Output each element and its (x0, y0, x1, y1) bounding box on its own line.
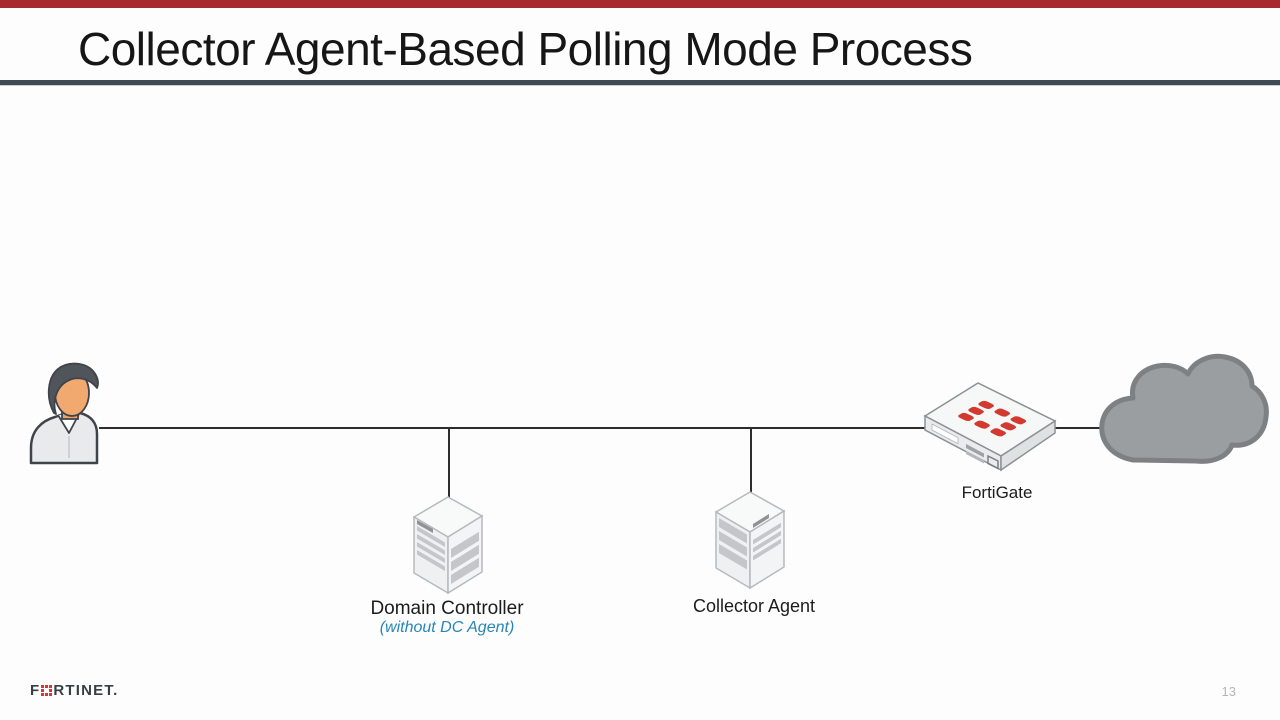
fortigate-icon (923, 382, 1057, 472)
domain-controller-icon (412, 496, 484, 595)
fortinet-o-icon (41, 684, 53, 696)
page-number: 13 (1221, 684, 1236, 699)
collector-agent-icon (714, 491, 786, 590)
fortinet-mark-icon (958, 400, 1027, 437)
user-icon (29, 362, 99, 465)
domain-controller-label: Domain Controller (370, 598, 524, 619)
cloud-icon (1099, 353, 1269, 464)
top-accent-bar (0, 0, 1280, 8)
fortinet-logo-prefix: F (30, 682, 41, 699)
slide-title: Collector Agent-Based Polling Mode Proce… (78, 23, 973, 75)
domain-controller-sublabel: (without DC Agent) (379, 619, 515, 636)
fortinet-logo-suffix: RTINET. (53, 682, 119, 699)
fortinet-logo: F RTINET. (30, 683, 118, 698)
fortigate-label: FortiGate (961, 483, 1033, 502)
collector-agent-label: Collector Agent (692, 596, 816, 616)
title-divider (0, 80, 1280, 86)
